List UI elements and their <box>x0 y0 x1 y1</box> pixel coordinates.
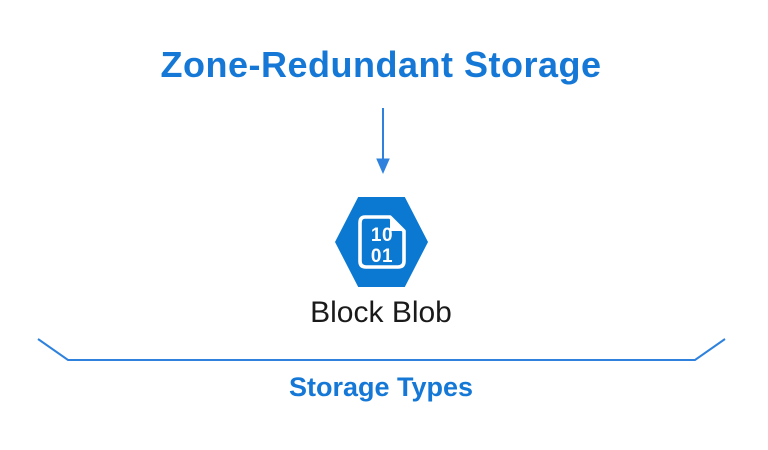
blob-hexagon-icon: 10 01 <box>335 197 428 287</box>
icon-digits-bottom: 01 <box>371 246 393 267</box>
down-arrow-icon <box>376 108 390 174</box>
node-label: Block Blob <box>310 296 452 329</box>
icon-digits-top: 10 <box>371 225 393 246</box>
group-bracket-line <box>37 338 726 361</box>
diagram-title: Zone-Redundant Storage <box>160 44 602 85</box>
footer-label: Storage Types <box>288 372 474 402</box>
